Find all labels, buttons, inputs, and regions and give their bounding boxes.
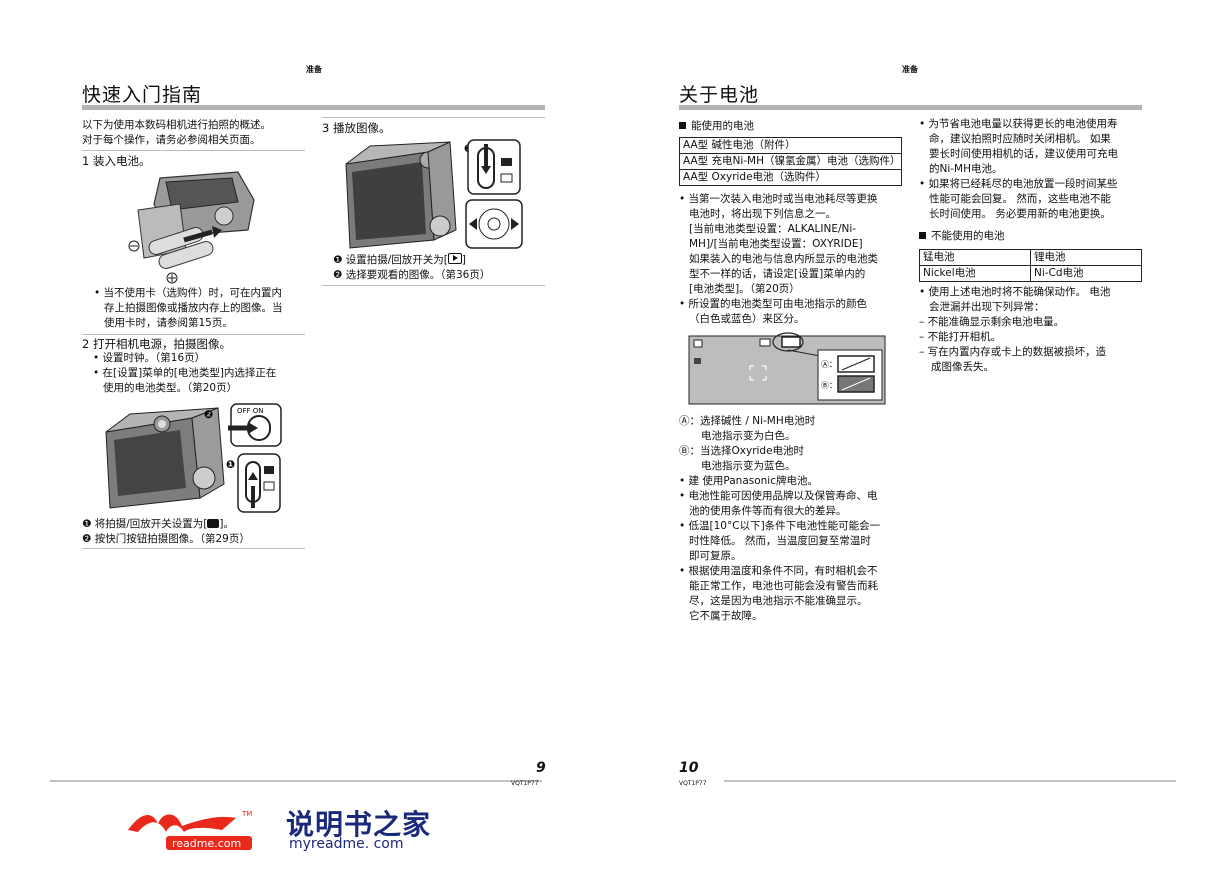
page-number: 10	[679, 760, 699, 776]
svg-text:Ⓐ：: Ⓐ：	[821, 360, 837, 369]
title-bar	[679, 105, 1142, 110]
battery-notes: Ⓐ：选择碱性 / Ni-MH电池时 电池指示变为白色。 Ⓑ：当选择Oxyride…	[679, 415, 881, 622]
camera-shoot-illustration: ❷ OFF ON ❶	[105, 403, 282, 513]
model-code: VQT1P77	[511, 780, 539, 787]
unusable-heading: 不能使用的电池	[919, 229, 1005, 244]
model-code: VQT1P77	[679, 780, 707, 787]
svg-text:Ⓑ：: Ⓑ：	[821, 381, 837, 390]
intro-text: 以下为使用本数码相机进行拍照的概述。对于每个操作，请务必参阅相关页面。	[82, 119, 271, 146]
page-title: 关于电池	[679, 84, 760, 106]
camera-playback-illustration: ❶ ❷	[345, 139, 523, 249]
usable-heading: 能使用的电池	[679, 119, 754, 134]
readme-logo: TM readme.com	[128, 810, 252, 850]
step-2-heading: 2 打开相机电源，拍摄图像。	[82, 337, 231, 351]
section-label: 准备	[902, 65, 918, 74]
camera-icon	[207, 519, 220, 528]
logo-url: myreadme. com	[289, 836, 404, 852]
usable-battery-table: AA型 碱性电池（附件） AA型 充电Ni-MH（镍氢金属）电池（选购件） AA…	[679, 137, 902, 186]
camera-battery-illustration	[128, 171, 255, 284]
battery-tips: • 为节省电池电量以获得更长的电池使用寿 命，建议拍照时应随时关闭相机。 如果 …	[919, 118, 1118, 220]
step-1-heading: 1 装入电池。	[82, 154, 151, 168]
step-3-heading: 3 播放图像。	[322, 121, 391, 135]
title-bar	[82, 105, 545, 110]
unusable-notes: • 使用上述电池时将不能确保动作。 电池 会泄漏并出现下列异常： – 不能准确显…	[919, 286, 1111, 373]
logo-brand: readme.com	[172, 837, 241, 850]
battery-bullets: • 当第一次装入电池时或当电池耗尽等更换 电池时，将出现下列信息之一。 [当前电…	[679, 193, 878, 325]
step-3-notes: ❶ 设置拍摄/回放开关为[] ❷ 选择要观看的图像。（第36页）	[333, 253, 491, 281]
step-1-note: • 当不使用卡（选购件）时，可在内置内 存上拍摄图像或播放内存上的图像。当 使用…	[94, 287, 283, 329]
svg-text:❷: ❷	[204, 408, 213, 421]
page-title: 快速入门指南	[82, 84, 203, 106]
logo-title: 说明书之家	[286, 808, 432, 841]
svg-text:❶: ❶	[226, 458, 235, 471]
switch-label: OFF ON	[237, 407, 264, 415]
svg-text:TM: TM	[241, 810, 252, 818]
step-2-notes: ❶ 将拍摄/回放开关设置为[]。 ❷ 按快门按钮拍摄图像。（第29页）	[82, 518, 250, 545]
step-2-bullets: • 设置时钟。（第16页） • 在[设置]菜单的[电池类型]内选择正在 使用的电…	[93, 352, 277, 394]
lcd-battery-indicator-illustration: Ⓐ： Ⓑ：	[688, 332, 886, 405]
playback-icon	[447, 253, 462, 264]
section-label: 准备	[306, 65, 322, 74]
page-number: 9	[536, 760, 546, 776]
